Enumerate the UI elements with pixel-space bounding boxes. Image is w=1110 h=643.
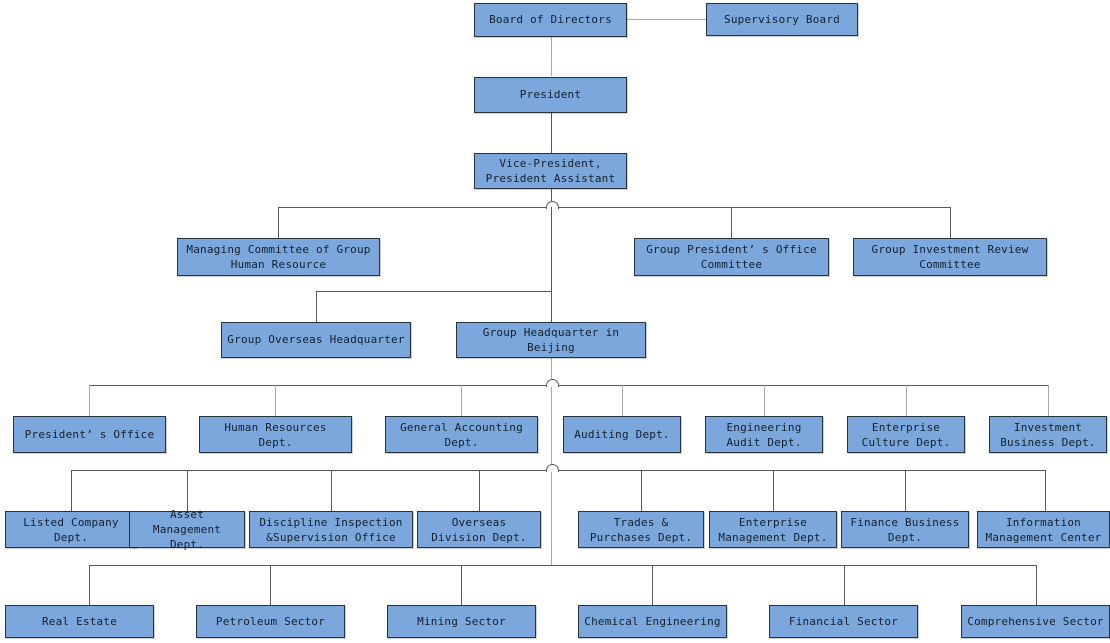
node-enterprise-management-dept[interactable]: Enterprise Management Dept. [709,511,837,548]
node-presidents-office[interactable]: President’ s Office [13,416,166,453]
node-general-accounting-dept[interactable]: General Accounting Dept. [385,416,538,453]
drop-mining-sector [461,565,462,605]
drop-auditing-dept [622,385,623,416]
drop-financial-sector [844,565,845,605]
drop-petroleum-sector [270,565,271,605]
node-trades-purchases-dept[interactable]: Trades & Purchases Dept. [578,511,704,548]
drop-human-resources-dept [275,385,276,416]
drop-trades-purchases-dept [641,470,642,511]
node-group-president-office-committee[interactable]: Group President’ s Office Committee [634,238,829,276]
node-investment-business-dept[interactable]: Investment Business Dept. [989,416,1107,453]
node-chemical-engineering[interactable]: Chemical Engineering [578,605,727,638]
drop-enterprise-culture-dept [906,385,907,416]
drop-group-hq-beijing [551,291,552,322]
drop-managing-committee [278,207,279,238]
drop-enterprise-management-dept [773,470,774,511]
connector-trunk-to-hq [551,207,552,291]
node-finance-business-dept[interactable]: Finance Business Dept. [841,511,969,548]
node-group-overseas-headquarter[interactable]: Group Overseas Headquarter [221,322,411,358]
drop-information-management-center [1045,470,1046,511]
node-petroleum-sector[interactable]: Petroleum Sector [196,605,345,638]
drop-general-accounting-dept [461,385,462,416]
node-engineering-audit-dept[interactable]: Engineering Audit Dept. [705,416,823,453]
node-financial-sector[interactable]: Financial Sector [769,605,918,638]
node-mining-sector[interactable]: Mining Sector [387,605,536,638]
node-information-management-center[interactable]: Information Management Center [977,511,1110,548]
node-comprehensive-sector[interactable]: Comprehensive Sector [961,605,1110,638]
drop-overseas-division-dept [479,470,480,511]
node-auditing-dept[interactable]: Auditing Dept. [563,416,681,453]
connector-board-supervisory [627,19,706,20]
connector-hq-trunk-3 [551,471,552,565]
drop-asset-management-dept [187,470,188,511]
drop-chemical-engineering [652,565,653,605]
node-board-of-directors[interactable]: Board of Directors [474,3,627,37]
node-supervisory-board[interactable]: Supervisory Board [706,3,858,36]
drop-finance-business-dept [905,470,906,511]
drop-group-overseas-hq [316,291,317,322]
bus-sector-level [89,565,1036,566]
node-overseas-division-dept[interactable]: Overseas Division Dept. [417,511,541,548]
connector-hq-trunk-1 [551,358,552,385]
drop-investment-business-dept [1048,385,1049,416]
connector-hq-trunk-2 [551,386,552,470]
drop-presidents-office [89,385,90,416]
drop-comprehensive-sector [1036,565,1037,605]
drop-group-president-office [731,207,732,238]
drop-listed-company-dept [71,470,72,511]
node-group-investment-review-committee[interactable]: Group Investment Review Committee [853,238,1047,276]
line-hop-dept-bus-1 [546,379,559,387]
node-listed-company-dept[interactable]: Listed Company Dept. [5,511,137,548]
node-vice-president[interactable]: Vice-President, President Assistant [474,153,627,189]
connector-vp-trunk [551,189,552,207]
bus-department-level-1 [89,385,1048,386]
node-real-estate[interactable]: Real Estate [5,605,154,638]
drop-real-estate [89,565,90,605]
node-managing-committee-hr[interactable]: Managing Committee of Group Human Resour… [177,238,380,276]
connector-board-president [551,36,552,76]
line-hop-dept-bus-2 [546,464,559,472]
line-hop-committee-bus [546,201,559,209]
node-human-resources-dept[interactable]: Human Resources Dept. [199,416,352,453]
bus-committee-level [278,207,950,208]
drop-group-investment-review [950,207,951,238]
drop-discipline-inspection [331,470,332,511]
node-president[interactable]: President [474,77,627,113]
node-asset-management-dept[interactable]: Asset Management Dept. [129,508,245,551]
node-enterprise-culture-dept[interactable]: Enterprise Culture Dept. [847,416,965,453]
node-group-headquarter-beijing[interactable]: Group Headquarter in Beijing [456,322,646,358]
drop-engineering-audit-dept [764,385,765,416]
node-discipline-inspection-supervision-office[interactable]: Discipline Inspection &Supervision Offic… [249,511,413,548]
connector-president-vp [551,113,552,153]
bus-headquarter-level [316,291,552,292]
